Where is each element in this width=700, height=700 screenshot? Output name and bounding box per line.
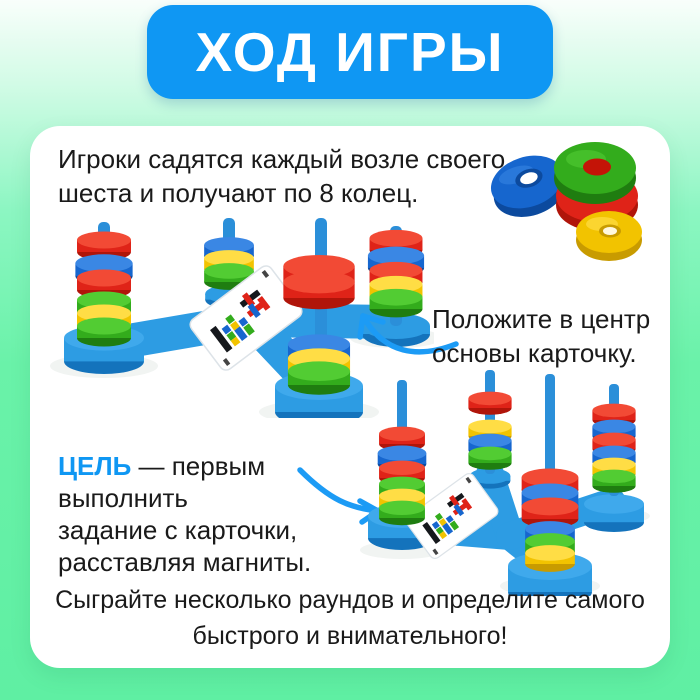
step1-text: Игроки садятся каждый возле своего шеста … [58, 142, 528, 210]
footer-line2: быстрого и внимательного! [192, 622, 508, 650]
page-title-banner: ХОД ИГРЫ [147, 5, 553, 99]
step2-line2: основы карточку. [432, 338, 637, 368]
content-card: Игроки садятся каждый возле своего шеста … [30, 126, 670, 668]
goal-line1: — первым выполнить [58, 451, 266, 513]
goal-line3: расставляя магниты. [58, 547, 312, 577]
step2-line1: Положите в центр [432, 304, 651, 334]
curved-arrow-to-card-icon [357, 313, 459, 355]
goal-line2: задание с карточки, [58, 515, 298, 545]
page-title: ХОД ИГРЫ [195, 20, 505, 83]
step1-line1: Игроки садятся каждый возле своего [58, 144, 506, 174]
footer-line1: Сыграйте несколько раундов и определите … [55, 586, 645, 614]
footer-text: Сыграйте несколько раундов и определите … [40, 582, 660, 654]
step1-line2: шеста и получают по 8 колец. [58, 178, 419, 208]
step2-text: Положите в центр основы карточку. [432, 302, 662, 370]
game-setup-photo-1 [50, 218, 434, 418]
magnet-rings-icon [490, 142, 642, 261]
goal-label: ЦЕЛЬ [58, 451, 132, 481]
game-setup-photo-2 [360, 370, 650, 596]
